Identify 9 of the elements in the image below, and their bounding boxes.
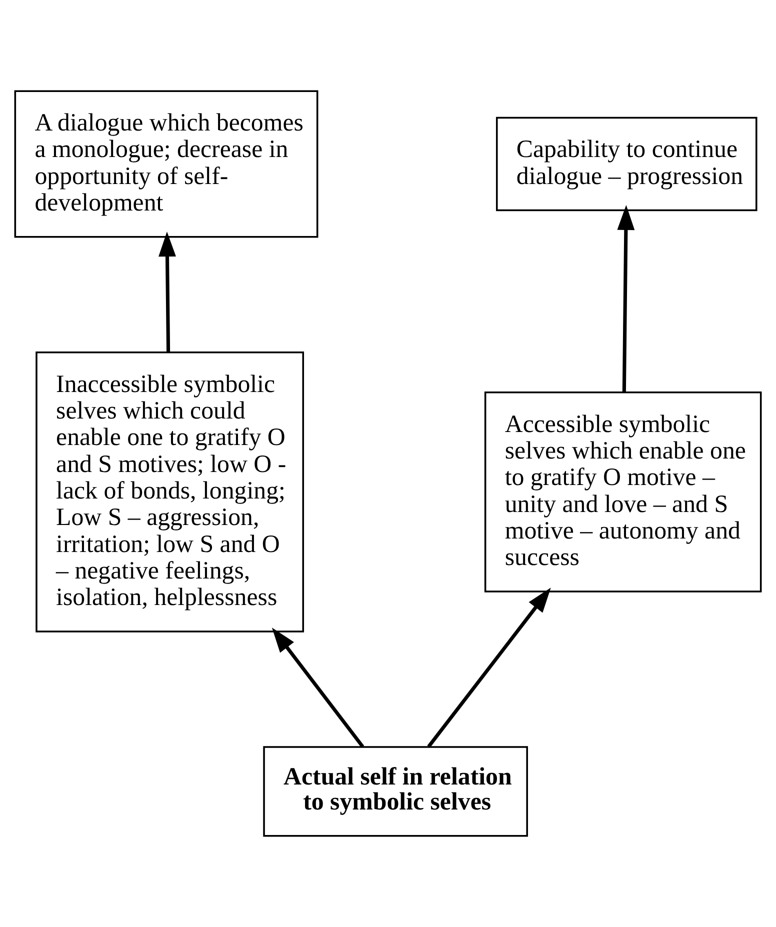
node-box: Inaccessible symbolic selves which could enable one to gratify O and S motives; low O - lack of bonds, longing; Low S – aggression, irritation; low S and O – negative feelings, isolation, helplessness bbox=[36, 352, 304, 632]
node-box: Accessible symbolic selves which enable one to gratify O motive – unity and love – and S motive – autonomy and success bbox=[484, 392, 762, 592]
node-box: A dialogue which becomes a monologue; decrease in opportunity of self-development bbox=[14, 90, 318, 238]
arrow bbox=[617, 205, 635, 392]
node-box: Capability to continue dialogue – progression bbox=[496, 116, 758, 212]
arrow bbox=[427, 588, 551, 748]
arrow bbox=[272, 628, 364, 748]
node-box: Actual self in relation to symbolic selves bbox=[263, 746, 528, 837]
arrow bbox=[158, 232, 176, 352]
